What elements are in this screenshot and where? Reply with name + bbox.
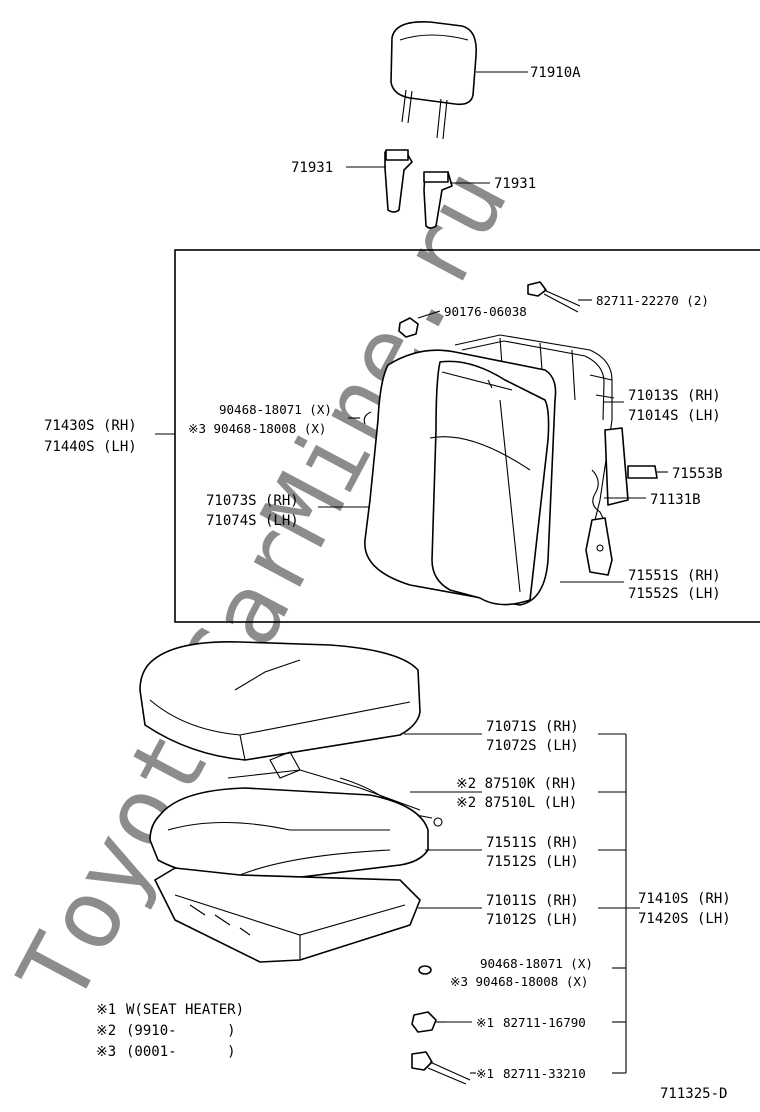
clip-part (398, 317, 419, 338)
hinge-part (585, 517, 613, 576)
seatback-cover (364, 349, 557, 606)
cushion-cover-rh-label: 71071S (RH) (486, 719, 579, 735)
cushion-cover-lh-label: 71072S (LH) (486, 738, 579, 754)
cushion-hogring-alt-label: ※3 90468-18008 (X) (450, 974, 588, 989)
pad-rh-label: 71511S (RH) (486, 835, 579, 851)
clip-label: 90176-06038 (444, 304, 527, 319)
cushion-hogring-label: 90468-18071 (X) (480, 956, 593, 971)
cushion-pad (149, 787, 429, 883)
wire-harness-top (527, 281, 581, 313)
connector-a (411, 1011, 446, 1033)
connector-b-mark: ※1 (476, 1066, 494, 1081)
seatback-assy-lh-label: 71440S (LH) (44, 439, 137, 455)
headrest (390, 21, 478, 140)
cushion-cover (139, 641, 421, 761)
note-2-mark: ※2 (96, 1023, 116, 1039)
note-1-mark: ※1 (96, 1002, 116, 1018)
headrest-label: 71910A (530, 65, 581, 81)
note-3-mark: ※3 (96, 1044, 116, 1060)
cushion-assy-lh-label: 71420S (LH) (638, 911, 731, 927)
cover-lh-label: 71074S (LH) (206, 513, 299, 529)
cushion-frame-lh-label: 71012S (LH) (486, 912, 579, 928)
connector-a-mark: ※1 (476, 1015, 494, 1030)
seatback-frame (454, 334, 615, 541)
notes: ※1 W(SEAT HEATER) ※2 (9910- ) ※3 (0001- … (96, 1002, 244, 1060)
note-1-text: W(SEAT HEATER) (126, 1002, 244, 1018)
cushion-assy-bracket (598, 733, 640, 1074)
hogring-small-icon (418, 965, 432, 975)
cushion-frame-rh-label: 71011S (RH) (486, 893, 579, 909)
support-left-label: 71931 (291, 160, 333, 176)
frame-rh-label: 71013S (RH) (628, 388, 721, 404)
hinge-lh-label: 71552S (LH) (628, 586, 721, 602)
note-3-text: (0001- ) (126, 1044, 236, 1060)
cushion-assy-rh-label: 71410S (RH) (638, 891, 731, 907)
headrest-support-right (423, 171, 453, 229)
pad-lh-label: 71512S (LH) (486, 854, 579, 870)
cover-rh-label: 71073S (RH) (206, 493, 299, 509)
support-right-label: 71931 (494, 176, 536, 192)
hogring-label: 90468-18071 (X) (219, 402, 332, 417)
harness-label: 82711-22270 (2) (596, 293, 709, 308)
frame-lh-label: 71014S (LH) (628, 408, 721, 424)
seatback-assy-box (174, 249, 760, 623)
headrest-support-left (384, 149, 413, 213)
heater-rh-label: ※2 87510K (RH) (456, 776, 577, 792)
cushion-frame (154, 867, 421, 963)
heater-lh-label: ※2 87510L (LH) (456, 795, 577, 811)
connector-a-label: 82711-16790 (503, 1015, 586, 1030)
hogring-alt-label: ※3 90468-18008 (X) (188, 421, 326, 436)
connector-b (411, 1051, 471, 1085)
drawing-number: 711325-D (660, 1086, 727, 1102)
note-2-text: (9910- ) (126, 1023, 236, 1039)
hinge-rh-label: 71551S (RH) (628, 568, 721, 584)
lock-part (604, 427, 658, 506)
lock-label: 71553B (672, 466, 723, 482)
spring-label: 71131B (650, 492, 701, 508)
spring-part (591, 469, 605, 521)
seatback-assy-rh-label: 71430S (RH) (44, 418, 137, 434)
hogring-icon (363, 411, 372, 425)
connector-b-label: 82711-33210 (503, 1066, 586, 1081)
